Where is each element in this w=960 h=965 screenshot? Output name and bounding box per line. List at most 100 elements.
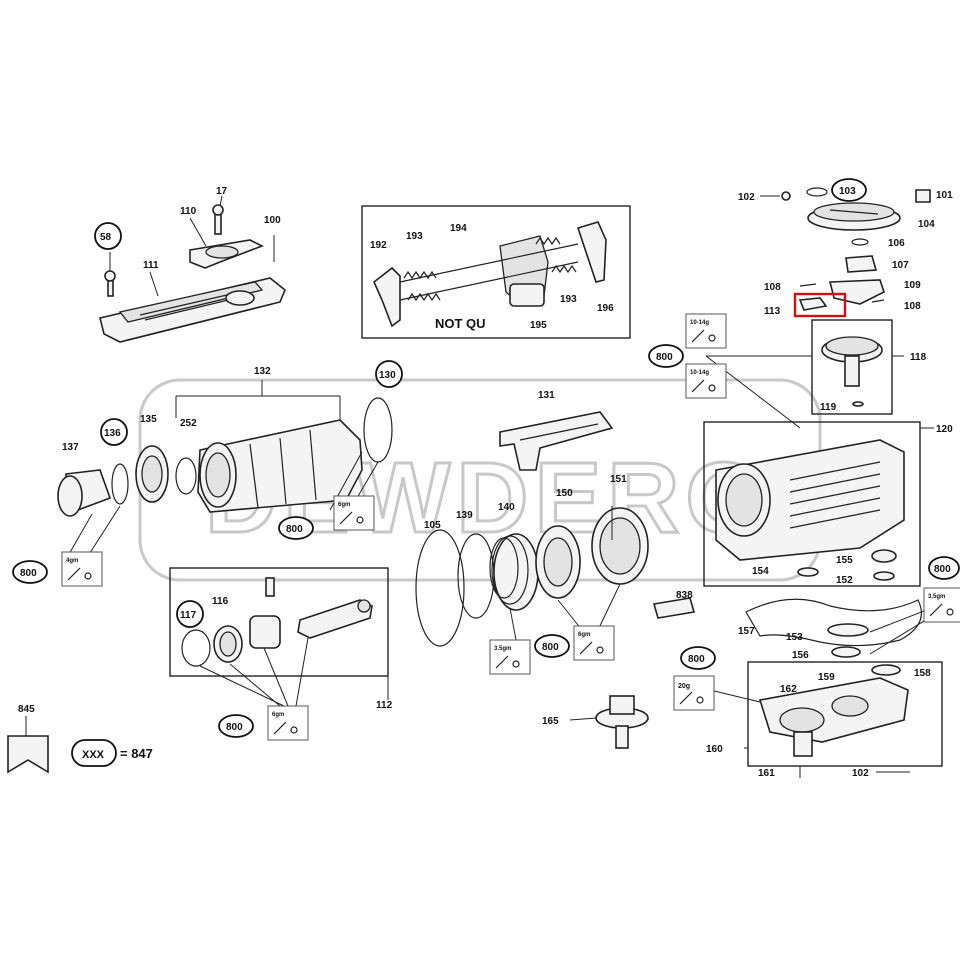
callout-104: 104 xyxy=(918,219,935,230)
callout-108a: 108 xyxy=(764,282,781,293)
callout-161: 161 xyxy=(758,768,775,779)
callout-150: 150 xyxy=(556,488,573,499)
grease-badges: 10-14g 10-14g 6gm 4gm 6gm 3.5gm 6gm 20g … xyxy=(61,313,960,741)
grease-badge: 3.5gm xyxy=(923,587,960,623)
callout-800: 800 xyxy=(656,352,673,363)
callout-112: 112 xyxy=(376,700,393,711)
callout-108b: 108 xyxy=(904,301,921,312)
callout-800: 800 xyxy=(934,564,951,575)
callout-circle xyxy=(176,600,204,628)
not-qu-label: NOT QU xyxy=(435,316,486,331)
callout-194: 194 xyxy=(450,223,467,234)
callout-137: 137 xyxy=(62,442,79,453)
callout-139: 139 xyxy=(456,510,473,521)
callout-100: 100 xyxy=(264,215,281,226)
legend-oval xyxy=(71,739,117,767)
callout-117: 117 xyxy=(180,610,197,621)
callout-800: 800 xyxy=(20,568,37,579)
grease-badge: 4gm xyxy=(61,551,103,587)
legend-group: XXX = 847 xyxy=(7,735,153,774)
callout-oval-800 xyxy=(680,646,716,670)
callout-158: 158 xyxy=(914,668,931,679)
callout-116: 116 xyxy=(212,596,229,607)
callout-circle xyxy=(375,360,403,388)
callout-800: 800 xyxy=(542,642,559,653)
callout-160: 160 xyxy=(706,744,723,755)
grease-badge: 3.5gm xyxy=(489,639,531,675)
housing-cover-group xyxy=(99,204,286,343)
callout-oval-800 xyxy=(278,516,314,540)
callout-106: 106 xyxy=(888,238,905,249)
callout-153: 153 xyxy=(786,632,803,643)
callout-155: 155 xyxy=(836,555,853,566)
callout-196: 196 xyxy=(597,303,614,314)
callout-oval-800 xyxy=(648,344,684,368)
svg-text:3.5gm: 3.5gm xyxy=(928,594,945,600)
callout-135: 135 xyxy=(140,414,157,425)
callout-113: 113 xyxy=(764,306,781,317)
callout-107: 107 xyxy=(892,260,909,271)
callout-130: 130 xyxy=(379,370,396,381)
callout-132: 132 xyxy=(254,366,271,377)
svg-text:10-14g: 10-14g xyxy=(690,320,709,326)
callout-140: 140 xyxy=(498,502,515,513)
callout-165: 165 xyxy=(542,716,559,727)
grease-badge: 20g xyxy=(673,675,715,711)
grease-badge: 6gm xyxy=(333,495,375,531)
callout-102a: 102 xyxy=(738,192,755,203)
callout-101: 101 xyxy=(936,190,953,201)
callout-110: 110 xyxy=(180,206,197,217)
callout-192: 192 xyxy=(370,240,387,251)
callout-159: 159 xyxy=(818,672,835,683)
svg-text:3.5gm: 3.5gm xyxy=(494,646,511,652)
svg-text:6gm: 6gm xyxy=(338,502,350,508)
lower-gearbox-group xyxy=(595,597,943,778)
circled-callouts: 58 130 136 117 103 800 800 800 800 800 8… xyxy=(12,178,960,738)
svg-text:20g: 20g xyxy=(678,683,690,690)
highlight-part-113 xyxy=(793,292,847,318)
legend-equals: = 847 xyxy=(120,746,153,761)
callout-oval-800 xyxy=(928,556,960,580)
handle-bracket-131 xyxy=(499,411,614,471)
callout-838: 838 xyxy=(676,590,693,601)
callout-111: 111 xyxy=(143,260,159,271)
callout-58: 58 xyxy=(100,232,112,243)
callout-152: 152 xyxy=(836,575,853,586)
callout-numbers: 17 110 100 111 192 193 194 193 195 196 1… xyxy=(18,186,953,779)
svg-text:6gm: 6gm xyxy=(578,632,590,638)
callout-845: 845 xyxy=(18,704,35,715)
callout-oval-800 xyxy=(12,560,48,584)
callout-105: 105 xyxy=(424,520,441,531)
gear-head-parts xyxy=(781,187,931,415)
not-qu-box: NOT QU xyxy=(361,205,631,339)
svg-text:10-14g: 10-14g xyxy=(690,370,709,376)
callout-193a: 193 xyxy=(406,231,423,242)
legend-xxx: XXX xyxy=(82,749,105,761)
callout-162: 162 xyxy=(780,684,797,695)
callout-circle xyxy=(94,222,122,250)
gear-housing-group xyxy=(703,421,921,587)
callout-118: 118 xyxy=(910,352,927,363)
callout-252: 252 xyxy=(180,418,197,429)
callout-circle xyxy=(831,178,867,202)
grease-badge: 6gm xyxy=(573,625,615,661)
callout-800: 800 xyxy=(286,524,303,535)
callout-103: 103 xyxy=(839,186,856,197)
callout-17: 17 xyxy=(216,186,228,197)
callout-800: 800 xyxy=(688,654,705,665)
callout-151: 151 xyxy=(610,474,627,485)
callout-circle xyxy=(100,418,128,446)
callout-157: 157 xyxy=(738,626,755,637)
grease-badge: 10-14g xyxy=(685,363,727,399)
callout-120: 120 xyxy=(936,424,953,435)
callout-156: 156 xyxy=(792,650,809,661)
barrel-assembly-group xyxy=(57,397,393,517)
callout-136: 136 xyxy=(104,428,121,439)
callout-193b: 193 xyxy=(560,294,577,305)
rings-group xyxy=(415,507,649,647)
callout-195: 195 xyxy=(530,320,547,331)
callout-119: 119 xyxy=(820,402,837,413)
callout-131: 131 xyxy=(538,390,555,401)
